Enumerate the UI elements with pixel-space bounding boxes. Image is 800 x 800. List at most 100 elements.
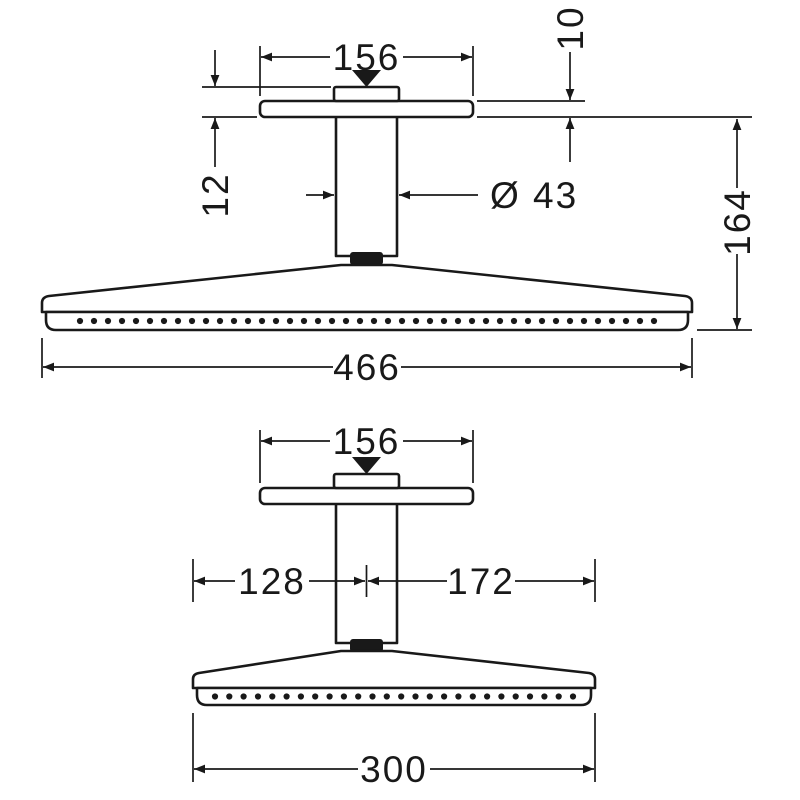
spray-plate-front [44, 310, 690, 332]
dim-plate-width-front: 156 [259, 37, 474, 96]
dim-text-overall-width-front: 466 [333, 347, 401, 388]
nozzle-dot [104, 317, 112, 325]
nozzle-dot [254, 693, 262, 700]
nozzle-dot [283, 693, 290, 700]
nozzle-dot [622, 317, 630, 325]
nozzle-dot [555, 693, 562, 700]
nozzle-dot [426, 693, 433, 700]
water-inlet-icon [352, 457, 381, 474]
dim-text-pipe-diameter: Ø 43 [490, 175, 578, 216]
nozzle-dot [454, 317, 462, 325]
shower-pipe-front [334, 113, 399, 258]
nozzle-dot [398, 693, 405, 700]
nozzle-dot [510, 317, 518, 325]
nozzle-dot [412, 317, 420, 325]
nozzle-dot [482, 317, 490, 325]
dim-text-plate-width-front: 156 [333, 37, 401, 78]
nozzle-dot [512, 693, 519, 700]
spray-nozzles-front [76, 317, 658, 325]
nozzle-dot [118, 317, 126, 325]
nozzle-dot [370, 317, 378, 325]
water-inlet-icon [352, 70, 381, 87]
dim-pipe-diameter: Ø 43 [306, 175, 578, 216]
nozzle-dot [468, 317, 476, 325]
nozzle-dot [230, 317, 238, 325]
nozzle-dot [498, 693, 505, 700]
nozzle-dot [328, 317, 336, 325]
nozzle-dot [211, 693, 219, 700]
dim-text-overall-height: 164 [717, 188, 758, 256]
nozzle-dot [160, 317, 168, 325]
nozzle-dot [202, 317, 210, 325]
nozzle-dot [342, 317, 350, 325]
nozzle-dot [426, 317, 434, 325]
nozzle-dot [356, 317, 364, 325]
nozzle-dot [383, 693, 390, 700]
dim-plate-width-side: 156 [259, 421, 474, 483]
dim-overall-width-side: 300 [192, 713, 596, 790]
dim-text-pipe-offset-front: 128 [238, 561, 306, 602]
nozzle-dot [258, 317, 266, 325]
spray-plate-side [195, 686, 593, 707]
nozzle-dot [650, 317, 658, 325]
nozzle-dot [286, 317, 294, 325]
dim-text-flange-height: 12 [195, 172, 236, 217]
nozzle-dot [269, 693, 276, 700]
nozzle-dot [384, 317, 392, 325]
side-view: 156 128 172 300 [191, 421, 597, 790]
nozzle-dot [541, 693, 548, 700]
nozzle-dot [174, 317, 182, 325]
dim-overall-width-front: 466 [41, 338, 693, 388]
nozzle-dot [240, 693, 247, 700]
nozzle-dot [469, 693, 476, 700]
nozzle-dot [608, 317, 616, 325]
nozzle-dot [455, 693, 462, 700]
nozzle-dot [300, 317, 308, 325]
dim-text-overall-width-side: 300 [360, 749, 428, 790]
nozzle-dot [412, 693, 419, 700]
ceiling-connector-front [332, 85, 401, 103]
nozzle-dot [594, 317, 602, 325]
shower-head-body-front [40, 263, 694, 314]
nozzle-dot [326, 693, 333, 700]
nozzle-dot [636, 317, 644, 325]
dim-text-pipe-offset-back: 172 [447, 561, 515, 602]
ceiling-connector-side [332, 472, 401, 490]
nozzle-dot [552, 317, 560, 325]
nozzle-dot [580, 317, 588, 325]
dim-plate-edge-height: 10 [477, 5, 752, 162]
nozzle-dot [398, 317, 406, 325]
nozzle-dot [524, 317, 532, 325]
pipe-base-fitting-front [350, 252, 383, 265]
pipe-base-fitting-side [350, 639, 383, 652]
nozzle-dot [340, 693, 347, 700]
nozzle-dot [538, 317, 546, 325]
nozzle-dot [188, 317, 196, 325]
nozzle-dot [440, 317, 448, 325]
front-view-object [40, 70, 694, 332]
shower-head-body-side [191, 649, 597, 690]
nozzle-dot [226, 693, 233, 700]
dim-flange-height: 12 [195, 50, 331, 218]
nozzle-dot [76, 317, 84, 325]
nozzle-dot [566, 317, 574, 325]
nozzle-dot [297, 693, 304, 700]
nozzle-dot [355, 693, 362, 700]
nozzle-dot [90, 317, 98, 325]
nozzle-dot [569, 693, 577, 700]
front-view: 156 12 10 Ø 43 164 [40, 5, 758, 388]
nozzle-dot [314, 317, 322, 325]
nozzle-dot [484, 693, 491, 700]
nozzle-dot [244, 317, 252, 325]
nozzle-dot [272, 317, 280, 325]
dim-pipe-offsets: 128 172 [192, 559, 596, 602]
dim-text-plate-edge-height: 10 [550, 5, 591, 50]
nozzle-dot [496, 317, 504, 325]
ceiling-plate-front [258, 99, 475, 119]
dim-text-plate-width-side: 156 [333, 421, 401, 462]
nozzle-dot [526, 693, 534, 700]
dim-overall-height: 164 [697, 119, 758, 331]
nozzle-dot [132, 317, 140, 325]
